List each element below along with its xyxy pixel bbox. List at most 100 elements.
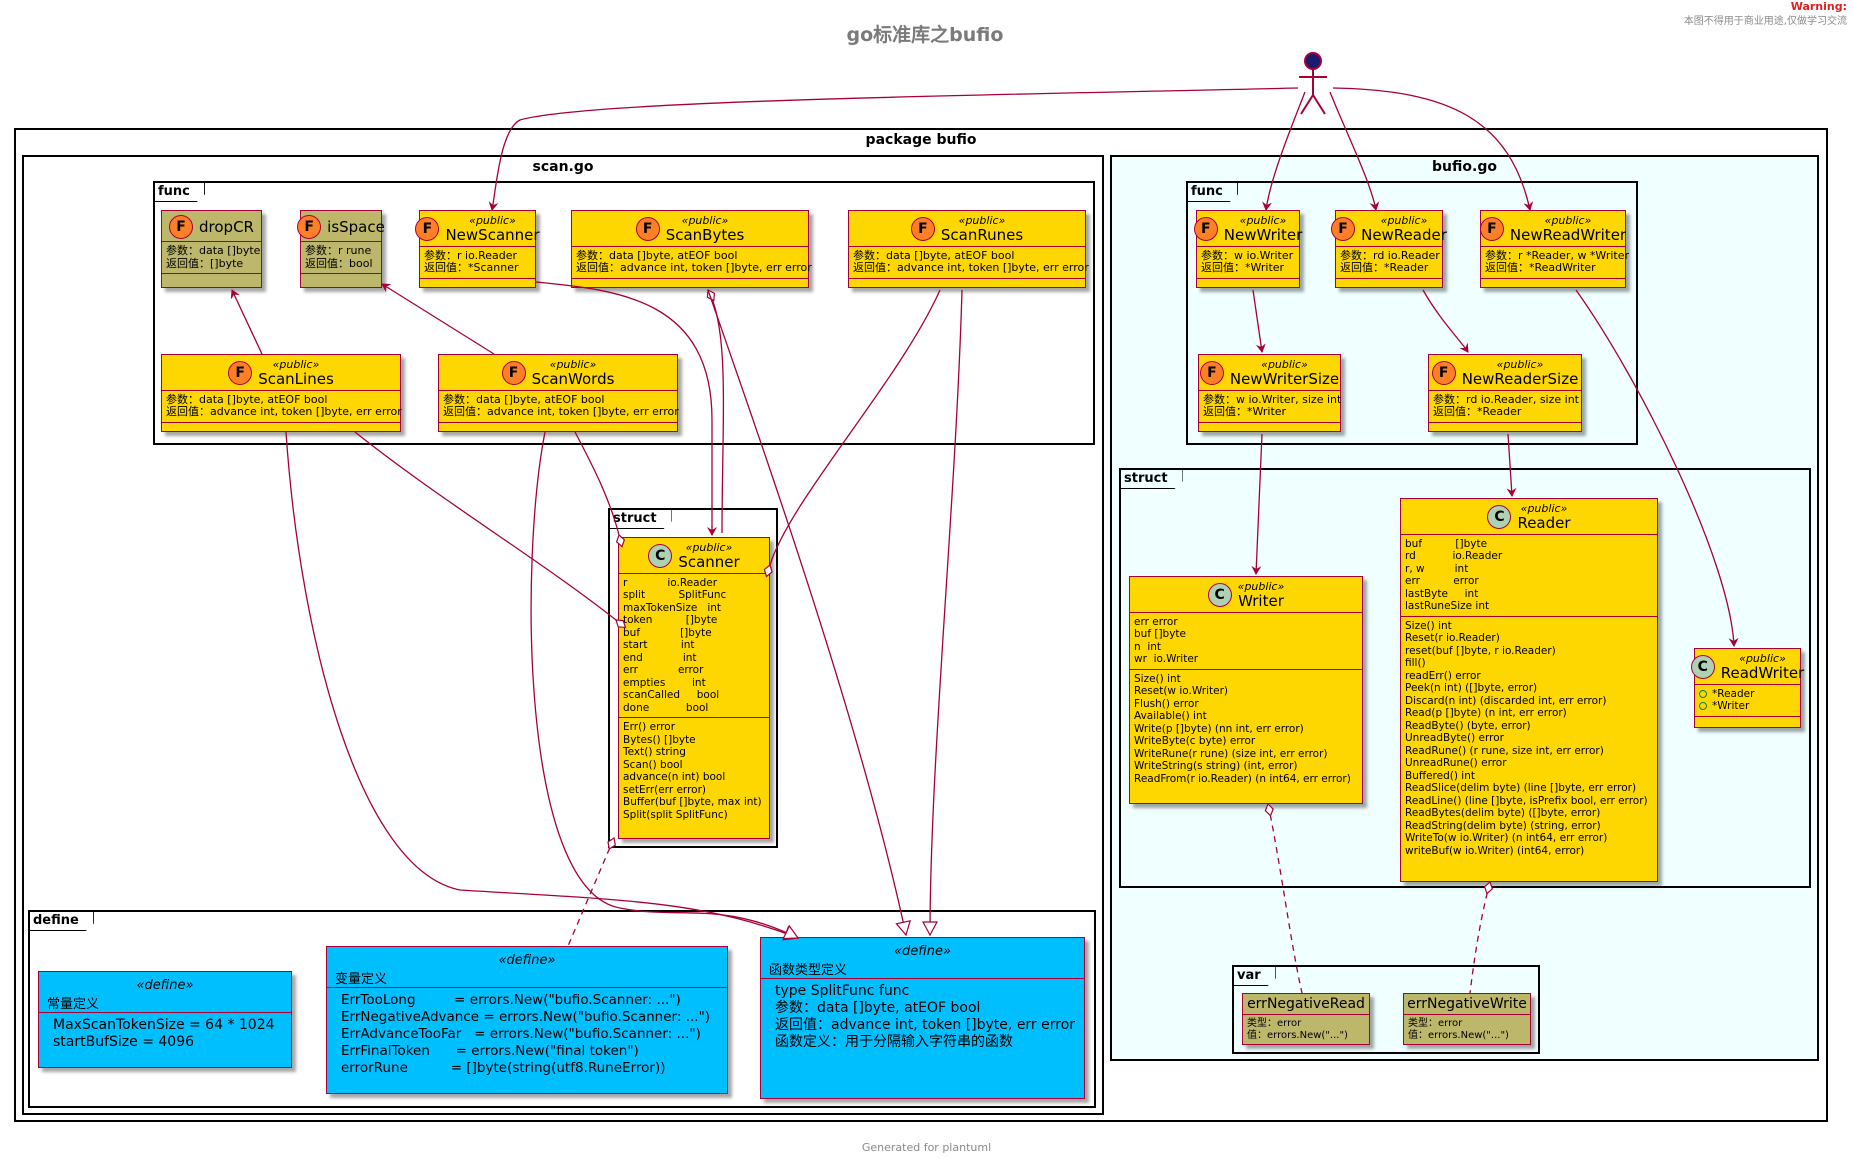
stereotype: «define» bbox=[136, 978, 194, 993]
file-label: bufio.go bbox=[1432, 159, 1497, 175]
func-signature: 参数：r rune 返回值：bool bbox=[305, 244, 373, 270]
struct-methods: Size() int Reset(r io.Reader) reset(buf … bbox=[1405, 619, 1648, 857]
function-icon: F bbox=[1331, 217, 1356, 242]
func-signature: 参数：w io.Writer 返回值：*Writer bbox=[1201, 248, 1294, 275]
function-icon: F bbox=[297, 215, 322, 239]
stereotype: «public» bbox=[1739, 652, 1786, 665]
func-signature: 参数：data []byte, atEOF bool 返回值：advance i… bbox=[166, 392, 402, 419]
stereotype: «public» bbox=[469, 214, 516, 227]
struct-Reader[interactable]: C«public»Reader buf []byte rd io.Reader … bbox=[1400, 498, 1658, 882]
frame-label: define bbox=[30, 912, 94, 931]
struct-ReadWriter[interactable]: C «public»ReadWriter *Reader*Writer bbox=[1690, 648, 1805, 728]
func-name: NewScanner bbox=[445, 226, 540, 245]
var-errNegativeRead[interactable]: errNegativeRead 类型：error 值：errors.New(".… bbox=[1242, 993, 1370, 1045]
warning-text: 本图不得用于商业用途,仅做学习交流 bbox=[1683, 16, 1847, 27]
func-signature: 参数：rd io.Reader 返回值：*Reader bbox=[1340, 248, 1440, 275]
func-ScanLines[interactable]: F«public»ScanLines 参数：data []byte, atEOF… bbox=[161, 354, 402, 432]
diagram-title: go标准库之bufio bbox=[846, 24, 1004, 46]
struct-name: Reader bbox=[1517, 514, 1571, 533]
func-signature: 参数：data []byte, atEOF bool 返回值：advance i… bbox=[853, 248, 1089, 275]
function-icon: F bbox=[1431, 361, 1456, 386]
struct-fields: r io.Reader split SplitFunc maxTokenSize… bbox=[623, 576, 727, 714]
frame-bufio-var: var bbox=[1232, 965, 1540, 1054]
stereotype: «public» bbox=[1520, 502, 1568, 515]
function-icon: F bbox=[1479, 217, 1504, 242]
stereotype: «define» bbox=[894, 944, 951, 959]
func-NewReaderSize[interactable]: F «public»NewReaderSize 参数：rd io.Reader, … bbox=[1428, 354, 1582, 432]
func-NewWriter[interactable]: F«public»NewWriter 参数：w io.Writer 返回值：*W… bbox=[1193, 210, 1303, 288]
func-signature: 参数：rd io.Reader, size int 返回值：*Reader bbox=[1433, 392, 1579, 419]
func-NewScanner[interactable]: F«public»NewScanner 参数：r io.Reader 返回值：*… bbox=[415, 210, 540, 288]
define-consts[interactable]: «define» 常量定义 MaxScanTokenSize = 64 * 10… bbox=[38, 971, 292, 1068]
define-title: 函数类型定义 bbox=[769, 963, 848, 978]
class-icon: C bbox=[1690, 655, 1715, 680]
define-vars[interactable]: «define» 变量定义 ErrTooLong = errors.New("b… bbox=[326, 946, 728, 1094]
struct-Writer[interactable]: C«public»Writer err error buf []byte n i… bbox=[1129, 576, 1363, 804]
func-NewReadWriter[interactable]: F «public»NewReadWriter 参数：r *Reader, w *… bbox=[1479, 210, 1629, 288]
stereotype: «public» bbox=[681, 214, 729, 227]
func-name: NewWriter bbox=[1223, 226, 1303, 245]
func-signature: 参数：r *Reader, w *Writer 返回值：*ReadWriter bbox=[1485, 248, 1629, 275]
stereotype: «define» bbox=[498, 953, 556, 968]
func-name: NewReaderSize bbox=[1461, 370, 1579, 389]
frame-label: func bbox=[155, 183, 205, 202]
func-name: NewReader bbox=[1361, 226, 1447, 245]
function-icon: F bbox=[228, 361, 253, 386]
func-name: isSpace bbox=[327, 217, 385, 236]
define-body: ErrTooLong = errors.New("bufio.Scanner: … bbox=[341, 992, 711, 1076]
stereotype: «public» bbox=[958, 214, 1006, 227]
func-signature: 参数：data []byte, atEOF bool 返回值：advance i… bbox=[443, 392, 679, 419]
define-types[interactable]: «define» 函数类型定义 type SplitFunc func 参数：d… bbox=[760, 937, 1085, 1099]
function-icon: F bbox=[910, 217, 935, 242]
frame-label: func bbox=[1188, 183, 1238, 202]
public-field-icon bbox=[1699, 689, 1707, 698]
func-ScanWords[interactable]: F«public»ScanWords 参数：data []byte, atEOF… bbox=[438, 354, 679, 432]
func-NewWriterSize[interactable]: F«public»NewWriterSize 参数：w io.Writer, s… bbox=[1198, 354, 1341, 432]
struct-fields: err error buf []byte n int wr io.Writer bbox=[1134, 615, 1199, 666]
func-signature: 参数：r io.Reader 返回值：*Scanner bbox=[424, 248, 519, 275]
file-label: scan.go bbox=[532, 159, 594, 175]
class-icon: C bbox=[1207, 583, 1232, 608]
function-icon: F bbox=[635, 217, 660, 242]
frame-bufio-struct: struct bbox=[1119, 468, 1811, 888]
function-icon: F bbox=[1199, 361, 1224, 386]
struct-fields: buf []byte rd io.Reader r, w int err err… bbox=[1405, 537, 1503, 613]
struct-name: ReadWriter bbox=[1720, 664, 1805, 683]
var-detail: 类型：error 值：errors.New("...") bbox=[1247, 1018, 1348, 1041]
struct-fields: *Reader*Writer bbox=[1695, 685, 1800, 716]
func-name: NewWriterSize bbox=[1229, 370, 1340, 389]
function-icon: F bbox=[1193, 217, 1218, 242]
stereotype: «public» bbox=[1544, 214, 1592, 227]
struct-name: Writer bbox=[1238, 592, 1284, 611]
frame-label: struct bbox=[1121, 470, 1183, 489]
field-item: *Reader bbox=[1699, 688, 1796, 701]
struct-methods: Size() int Reset(w io.Writer) Flush() er… bbox=[1134, 672, 1351, 785]
func-NewReader[interactable]: F «public»NewReader 参数：rd io.Reader 返回值：*… bbox=[1331, 210, 1447, 288]
func-name: NewReadWriter bbox=[1509, 226, 1627, 245]
func-name: ScanRunes bbox=[940, 226, 1024, 245]
func-ScanBytes[interactable]: F «public»ScanBytes 参数：data []byte, atEOF… bbox=[571, 210, 812, 288]
func-ScanRunes[interactable]: F «public»ScanRunes 参数：data []byte, atEOF… bbox=[848, 210, 1089, 288]
frame-label: struct bbox=[610, 510, 672, 529]
stereotype: «public» bbox=[1380, 214, 1428, 227]
func-name: ScanLines bbox=[258, 370, 334, 389]
struct-methods: Err() error Bytes() []byte Text() string… bbox=[623, 721, 762, 821]
struct-Scanner[interactable]: C«public»Scanner r io.Reader split Split… bbox=[618, 537, 770, 839]
var-name: errNegativeWrite bbox=[1407, 996, 1527, 1012]
stereotype: «public» bbox=[1496, 358, 1544, 371]
field-item: *Writer bbox=[1699, 700, 1796, 713]
func-name: dropCR bbox=[199, 217, 254, 236]
define-title: 变量定义 bbox=[335, 972, 388, 987]
func-signature: 参数：data []byte, atEOF bool 返回值：advance i… bbox=[576, 248, 812, 275]
var-errNegativeWrite[interactable]: errNegativeWrite 类型：error 值：errors.New("… bbox=[1403, 993, 1531, 1045]
func-name: ScanBytes bbox=[665, 226, 745, 245]
footer-text: Generated for plantuml bbox=[861, 1141, 992, 1154]
func-name: ScanWords bbox=[531, 370, 615, 389]
function-icon: F bbox=[169, 215, 194, 239]
actor-icon bbox=[1296, 51, 1330, 117]
class-icon: C bbox=[648, 544, 673, 569]
warning-label: Warning: bbox=[1790, 0, 1847, 13]
